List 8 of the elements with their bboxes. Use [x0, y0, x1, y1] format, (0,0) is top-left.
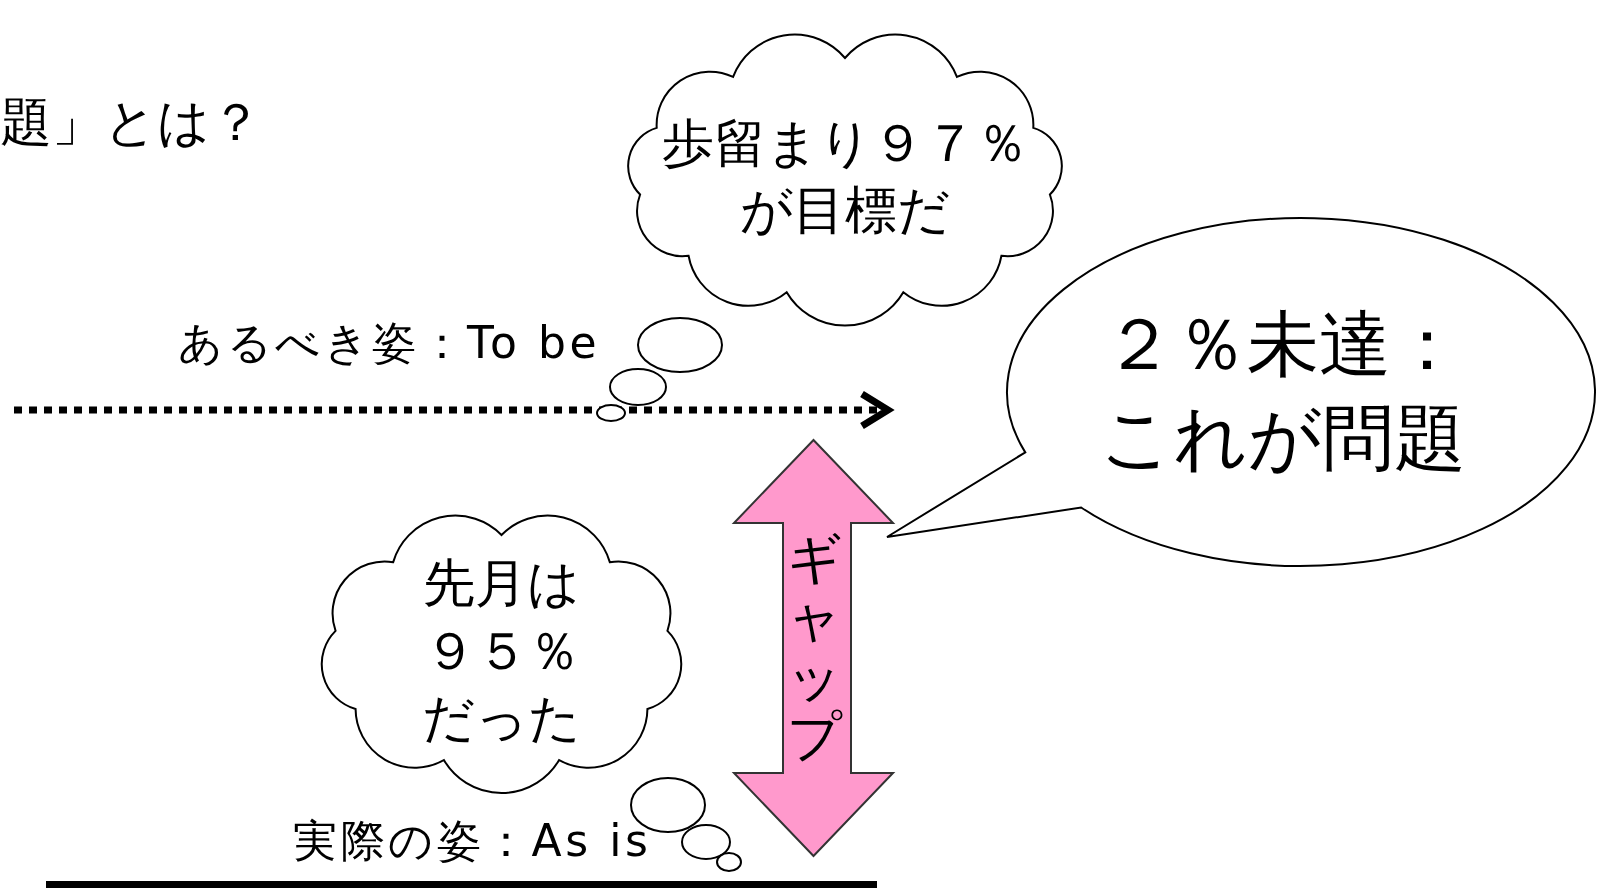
level-label: 実際の姿：As is	[293, 814, 652, 868]
title: 題」とは？	[0, 91, 262, 154]
double-arrow-shape	[734, 440, 893, 856]
bubble-text: ２％未達：これが問題	[1099, 301, 1467, 482]
cloud-text: 歩留まり９７％が目標だ	[661, 111, 1029, 243]
gap-text: ギャップ	[786, 529, 841, 767]
cloud-text: 先月は９５％だった	[421, 551, 582, 750]
level-label: あるべき姿：To be	[178, 316, 601, 370]
